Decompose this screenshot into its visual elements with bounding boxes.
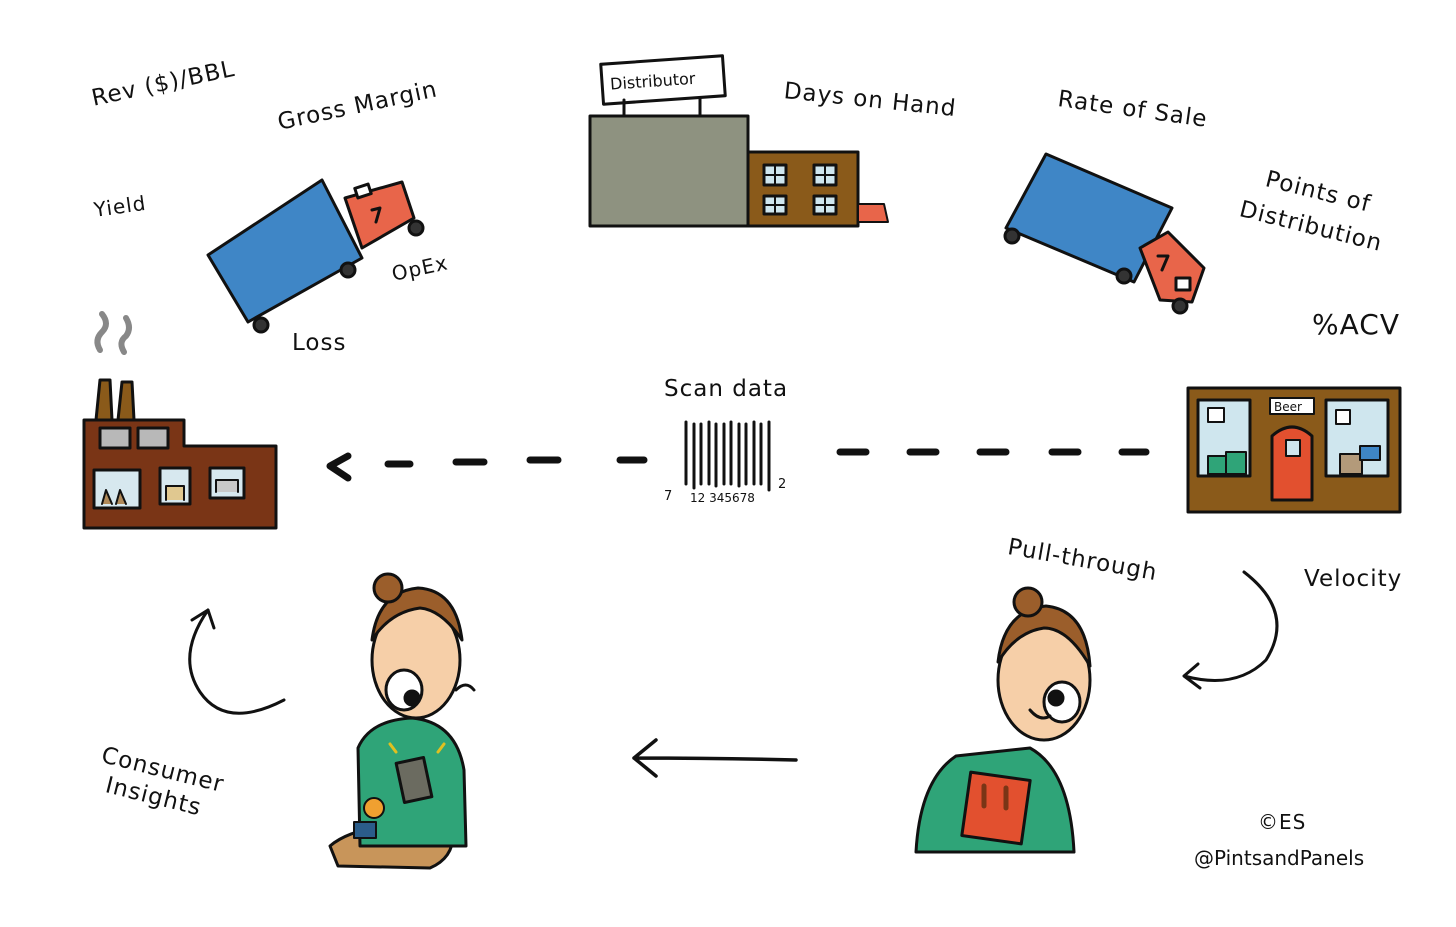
brewery-factory-icon [82,311,278,530]
shopper-person-icon [914,586,1092,854]
distributor-warehouse-icon: Distributor [588,54,889,228]
barcode-icon: 7 12 345678 2 [664,420,786,505]
barcode-middle-digits: 12 345678 [690,491,755,505]
author-handle: @PintsandPanels [1194,846,1365,870]
consumer-person-icon [328,572,476,870]
label-loss: Loss [292,330,347,356]
barcode-left-digit: 7 [664,489,672,504]
scan-data-flow-arrow [326,448,1150,482]
label-velocity: Velocity [1304,566,1403,592]
truck-right-icon [1003,152,1206,315]
label-scan-data: Scan data [664,376,789,402]
store-beer-sign: Beer [1274,400,1302,414]
arrow-to-consumer [632,738,798,778]
retail-store-icon: Beer [1186,386,1402,514]
copyright-mark: ©ES [1258,810,1307,834]
truck-left-icon [206,178,425,334]
label-acv: %ACV [1312,308,1400,341]
barcode-right-digit: 2 [778,477,786,492]
curved-arrow-to-brewery [188,608,286,715]
curved-arrow-to-shopper [1182,570,1279,690]
